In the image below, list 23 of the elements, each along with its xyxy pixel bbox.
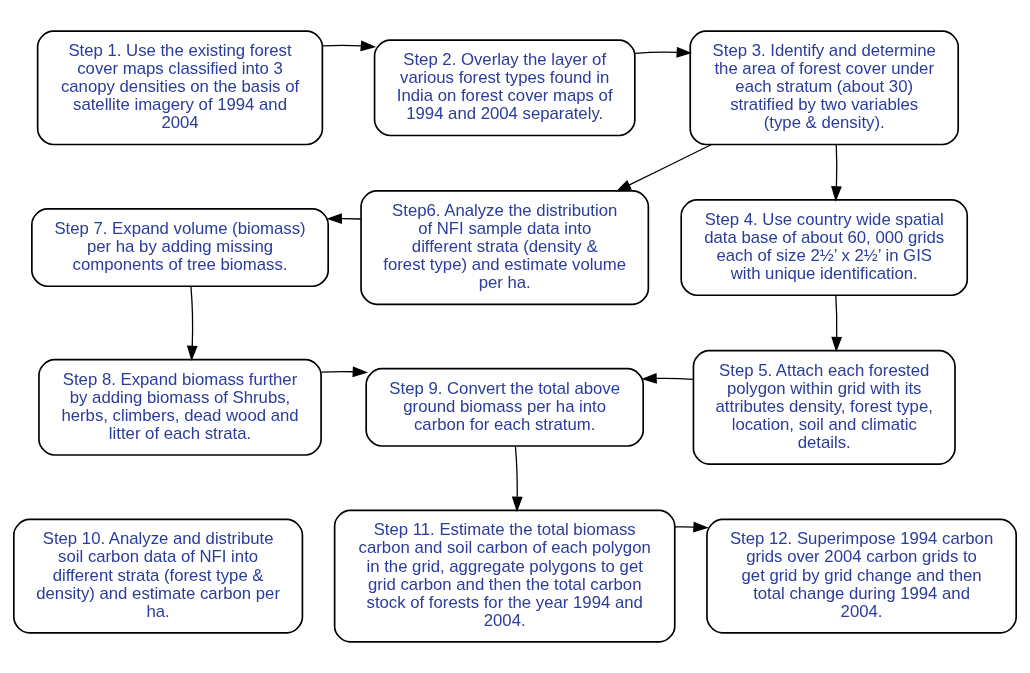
node-box: Step 2. Overlay the layer of various forest types found in India on forest cover maps of 1994 and 2004 separately. [373, 39, 636, 137]
arrow [641, 373, 695, 384]
arrow [831, 143, 842, 202]
node-box: Step 3. Identify and determine the area of forest cover under each stratum (about 30) stratified by two variables (type & density). [689, 30, 960, 146]
node-box: Step 9. Convert the total above ground biomass per ha into carbon for each stratum. [365, 367, 645, 447]
arrow [326, 213, 362, 224]
arrow [615, 143, 713, 192]
arrow [511, 445, 523, 513]
node-box: Step 1. Use the existing forest cover maps classified into 3 canopy densities on the basis of satellite imagery of 1994 and 2004 [36, 30, 324, 146]
arrow [320, 366, 369, 378]
arrow [674, 521, 709, 533]
node-box: Step 10. Analyze and distribute soil carbon data of NFI into different strata (forest type & density) and estimate carbon per ha. [13, 518, 304, 634]
arrow [186, 285, 198, 362]
arrow [322, 40, 377, 52]
node-box: Step 8. Expand biomass further by adding biomass of Shrubs, herbs, climbers, dead wood and litter of each strata. [38, 358, 322, 456]
node-box: Step 7. Expand volume (biomass) per ha by adding missing components of tree biomass. [31, 208, 329, 288]
arrow [634, 46, 693, 58]
node-box: Step 4. Use country wide spatial data base of about 60, 000 grids each of size 2½’ x 2½’ in GIS with unique identification. [680, 199, 969, 297]
node-box: Step 11. Estimate the total biomass carbon and soil carbon of each polygon in the grid, aggregate polygons to get grid carbon and then the total carbon stock of forests for the year 1994 and 2004. [333, 509, 676, 643]
arrow [831, 294, 843, 353]
node-box: Step 5. Attach each forested polygon within grid with its attributes density, forest type, location, soil and climatic details. [692, 349, 956, 465]
node-box: Step6. Analyze the distribution of NFI sample data into different strata (density & forest type) and estimate volume per ha. [360, 190, 650, 306]
node-box: Step 12. Superimpose 1994 carbon grids over 2004 carbon grids to get grid by grid change and then total change during 1994 and 2004. [706, 518, 1017, 634]
